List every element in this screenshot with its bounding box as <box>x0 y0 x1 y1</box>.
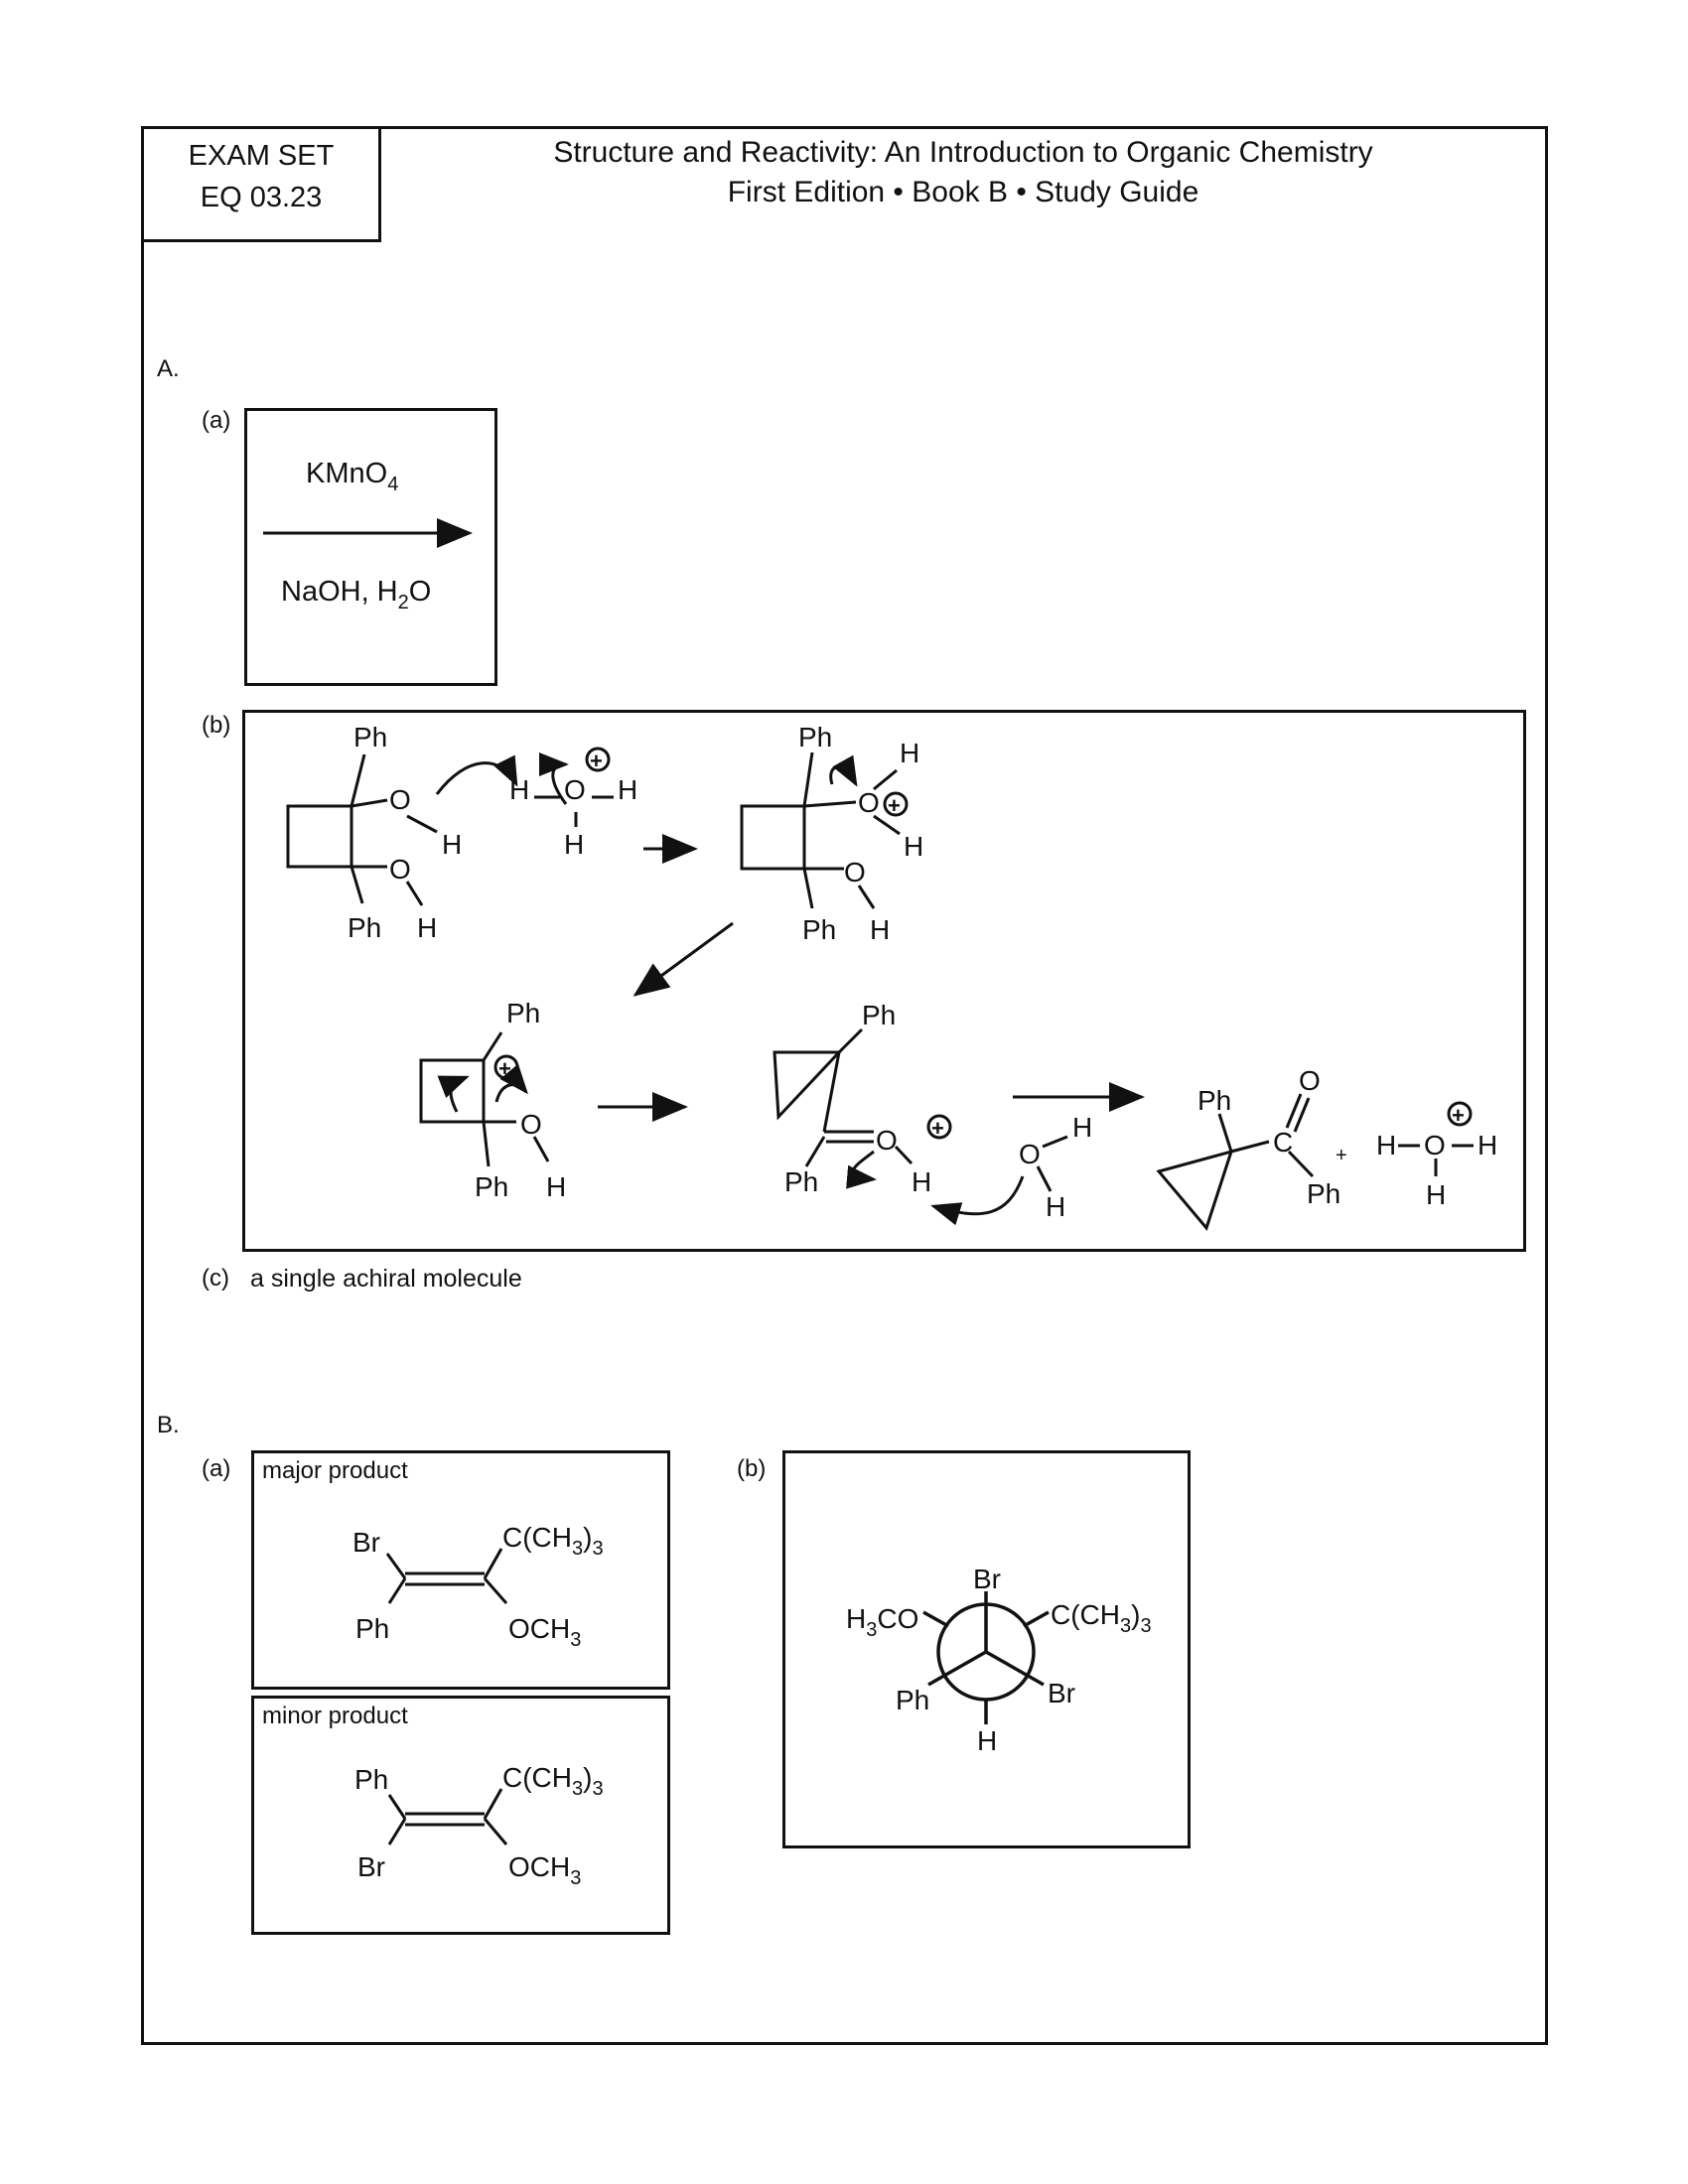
svg-text:+: + <box>888 793 901 818</box>
minor-product-labels: Ph Br C(CH3)3 OCH3 <box>354 1762 604 1889</box>
reagent-arrow-group: KMnO4 NaOH, H2O <box>263 458 473 614</box>
book-title: Structure and Reactivity: An Introductio… <box>553 136 1373 169</box>
product-labels: Ph C O Ph + H O H H + <box>1197 1065 1497 1210</box>
svg-text:O: O <box>844 857 866 887</box>
svg-text:Ph: Ph <box>862 1000 896 1030</box>
major-product-label: major product <box>262 1457 408 1484</box>
svg-text:+: + <box>498 1056 511 1081</box>
minor-product-box: minor product <box>251 1696 670 1935</box>
svg-text:Ph: Ph <box>506 998 540 1028</box>
section-a-label: A. <box>157 355 180 382</box>
svg-text:O: O <box>858 787 880 818</box>
svg-text:H: H <box>442 829 462 860</box>
svg-text:H: H <box>977 1725 997 1756</box>
exam-set-box: EXAM SET EQ 03.23 <box>141 126 381 242</box>
svg-text:Ph: Ph <box>798 722 832 752</box>
part-b-b-label: (b) <box>737 1455 767 1482</box>
section-b-label: B. <box>157 1412 180 1438</box>
major-product-box: major product <box>251 1450 670 1690</box>
mechanism-step-2 <box>740 751 901 909</box>
svg-text:Ph: Ph <box>348 912 381 943</box>
svg-text:C(CH3)3: C(CH3)3 <box>502 1762 604 1800</box>
svg-text:Br: Br <box>357 1851 385 1882</box>
newman-projection <box>922 1591 1050 1724</box>
svg-text:H: H <box>1477 1130 1497 1160</box>
svg-text:NaOH, H2O: NaOH, H2O <box>281 576 431 614</box>
step-arrow-2 <box>633 921 734 997</box>
svg-text:Ph: Ph <box>896 1685 929 1715</box>
svg-text:H: H <box>912 1166 931 1197</box>
svg-text:H3CO: H3CO <box>846 1603 918 1641</box>
svg-text:+: + <box>1336 1145 1347 1166</box>
svg-text:Ph: Ph <box>475 1171 508 1202</box>
svg-text:Ph: Ph <box>1307 1178 1340 1209</box>
svg-text:C(CH3)3: C(CH3)3 <box>502 1522 604 1560</box>
svg-text:O: O <box>520 1109 542 1140</box>
part-a-c-answer: a single achiral molecule <box>250 1265 522 1293</box>
newman-labels: Br H3CO C(CH3)3 Ph Br H <box>846 1564 1152 1756</box>
svg-text:O: O <box>389 854 411 885</box>
part-a-c-label: (c) <box>202 1265 229 1292</box>
svg-text:H: H <box>904 831 923 862</box>
svg-text:Br: Br <box>1048 1678 1075 1708</box>
part-a-b-label: (b) <box>202 712 231 739</box>
svg-text:H: H <box>1376 1130 1396 1160</box>
mechanism-step-3 <box>419 1031 550 1167</box>
minor-product-structure <box>387 1788 508 1845</box>
mechanism-step-1 <box>286 752 614 906</box>
svg-text:+: + <box>1452 1103 1465 1128</box>
svg-text:H: H <box>870 914 890 945</box>
svg-text:KMnO4: KMnO4 <box>306 458 398 495</box>
mechanism-step-3-labels: Ph O Ph H + <box>475 998 566 1202</box>
major-product-structure <box>385 1548 508 1604</box>
major-product-labels: Br Ph C(CH3)3 OCH3 <box>352 1522 604 1651</box>
svg-text:H: H <box>1046 1191 1065 1222</box>
part-a-a-label: (a) <box>202 407 231 434</box>
svg-text:O: O <box>876 1125 898 1156</box>
minor-product-label: minor product <box>262 1703 408 1729</box>
newman-projection-box <box>782 1450 1191 1848</box>
svg-text:Ph: Ph <box>1197 1085 1231 1116</box>
svg-text:OCH3: OCH3 <box>508 1613 581 1651</box>
svg-text:H: H <box>417 912 437 943</box>
page-header: Structure and Reactivity: An Introductio… <box>427 133 1499 212</box>
svg-text:+: + <box>590 749 603 773</box>
mechanism-box <box>242 710 1526 1252</box>
svg-text:O: O <box>1424 1130 1446 1160</box>
svg-text:H: H <box>564 829 584 860</box>
svg-text:H: H <box>900 738 919 768</box>
svg-text:C: C <box>1273 1127 1293 1158</box>
svg-text:H: H <box>618 774 637 805</box>
svg-text:Br: Br <box>973 1564 1001 1594</box>
svg-text:Br: Br <box>352 1527 380 1558</box>
mechanism-step-2-labels: Ph O H H O Ph H + <box>798 722 923 945</box>
svg-text:H: H <box>546 1171 566 1202</box>
svg-text:H: H <box>509 774 529 805</box>
mechanism-step-4-labels: Ph O Ph H + O H H <box>784 1000 1092 1222</box>
mechanism-step-1-labels: Ph O H O Ph H H O H H + <box>348 722 637 943</box>
svg-text:Ph: Ph <box>355 1613 389 1644</box>
mechanism-step-4 <box>773 1027 1068 1226</box>
svg-text:O: O <box>564 774 586 805</box>
svg-text:H: H <box>1072 1112 1092 1143</box>
exam-code: EQ 03.23 <box>200 182 323 213</box>
svg-text:C(CH3)3: C(CH3)3 <box>1051 1599 1152 1637</box>
svg-text:O: O <box>1299 1065 1321 1096</box>
reaction-conditions-box <box>244 408 497 686</box>
svg-text:O: O <box>389 784 411 815</box>
svg-text:Ph: Ph <box>353 722 387 752</box>
svg-text:H: H <box>1426 1179 1446 1210</box>
svg-text:O: O <box>1019 1139 1041 1169</box>
svg-text:Ph: Ph <box>784 1166 818 1197</box>
svg-text:Ph: Ph <box>354 1764 388 1795</box>
page-frame <box>141 126 1548 2045</box>
svg-text:+: + <box>931 1116 944 1141</box>
svg-text:OCH3: OCH3 <box>508 1851 581 1889</box>
product-ketone <box>1156 1093 1474 1232</box>
part-b-a-label: (a) <box>202 1455 231 1482</box>
svg-text:Ph: Ph <box>802 914 836 945</box>
exam-set-label: EXAM SET <box>188 140 335 172</box>
book-subtitle: First Edition • Book B • Study Guide <box>727 176 1199 208</box>
